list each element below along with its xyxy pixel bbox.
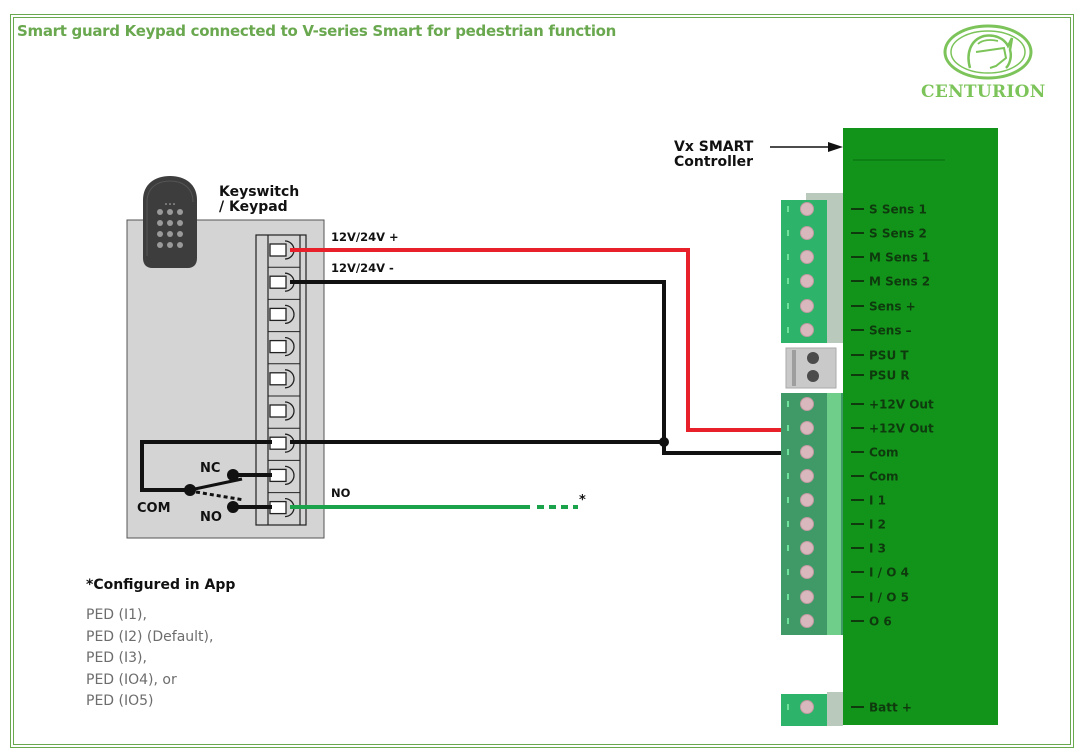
controller-terminal-label: +12V Out (869, 398, 934, 412)
controller-terminal-label: I 3 (869, 542, 886, 556)
controller-terminal: Batt + (787, 700, 912, 715)
controller-terminal-label: S Sens 2 (869, 227, 927, 241)
controller-terminal-label: Sens – (869, 324, 912, 338)
controller-terminal: O 6 (787, 614, 892, 629)
controller-terminal-label: M Sens 2 (869, 275, 930, 289)
note-item: PED (I2) (Default), (86, 628, 214, 645)
controller-terminal: Com (787, 469, 899, 484)
note-title: *Configured in App (86, 577, 236, 593)
controller-terminal-label: S Sens 1 (869, 203, 927, 217)
controller-terminal: S Sens 1 (787, 202, 927, 217)
relay-nc-dot (227, 469, 239, 481)
controller-terminal-label: I / O 5 (869, 591, 909, 605)
controller-terminal: Sens – (787, 323, 912, 338)
controller-terminal-label: Sens + (869, 300, 916, 314)
controller-terminal-label: I 2 (869, 518, 886, 532)
controller-terminal-label: Com (869, 470, 899, 484)
controller-terminal-label: PSU T (869, 349, 909, 363)
note-item: PED (I1), (86, 607, 147, 623)
controller-terminal: I 1 (787, 493, 886, 508)
keypad-terminal (268, 395, 300, 421)
controller-terminal: Com (787, 445, 899, 460)
controller-terminal-label: I / O 4 (869, 566, 909, 580)
relay-nc-label: NC (200, 461, 220, 476)
controller-label-line1: Vx SMART (674, 139, 754, 155)
controller-label-line2: Controller (674, 154, 753, 170)
psu-connector (785, 347, 837, 389)
page-title: Smart guard Keypad connected to V-series… (17, 22, 617, 40)
controller-terminal: I / O 5 (787, 590, 909, 605)
keypad-label-line2: / Keypad (219, 199, 288, 215)
controller-terminal: +12V Out (787, 421, 934, 436)
relay-com-dot (184, 484, 196, 496)
controller-terminal-label: Com (869, 446, 899, 460)
keypad-terminal (268, 266, 300, 292)
wire-no-label: NO (331, 486, 351, 500)
relay-arm-open (195, 490, 245, 502)
controller-terminal: I / O 4 (787, 565, 909, 580)
relay-no-dot (227, 501, 239, 513)
controller-terminal: M Sens 1 (787, 250, 930, 265)
keypad-terminal (268, 298, 300, 325)
keypad-terminal (268, 492, 300, 518)
controller-terminal: M Sens 2 (787, 274, 930, 289)
controller-terminal: PSU T (851, 349, 909, 363)
wire-negative-label: 12V/24V - (331, 261, 394, 275)
controller-terminal-label: PSU R (869, 369, 910, 383)
controller-board (843, 128, 998, 725)
controller-terminal-label: +12V Out (869, 422, 934, 436)
note-marker: * (579, 493, 586, 508)
note-list: PED (I1), PED (I2) (Default), PED (I3), … (86, 605, 213, 713)
relay-no-label: NO (200, 510, 222, 525)
controller-terminal-label: M Sens 1 (869, 251, 930, 265)
controller-terminal: S Sens 2 (787, 226, 927, 241)
note-item: PED (I3), (86, 650, 147, 666)
keypad-label-line1: Keyswitch (219, 184, 299, 200)
note-item: PED (IO5) (86, 693, 154, 709)
centurion-helmet-icon (943, 24, 1033, 80)
controller-terminal-label: Batt + (869, 701, 912, 715)
keypad-terminal (268, 331, 300, 357)
controller-arrow-head (828, 142, 843, 152)
controller-terminal: I 2 (787, 517, 886, 532)
wire-positive-label: 12V/24V + (331, 230, 399, 244)
wire-junction (659, 437, 669, 447)
keypad-terminal (269, 240, 295, 260)
relay-com-label: COM (137, 501, 171, 516)
controller-terminal: +12V Out (787, 397, 934, 412)
centurion-logo-text: CENTURION (921, 82, 1046, 102)
controller-terminal: I 3 (787, 541, 886, 556)
diagram-frame (10, 14, 1074, 748)
controller-terminal: Sens + (787, 299, 916, 314)
sensor-connector (781, 193, 843, 343)
relay-com-loop (140, 440, 272, 492)
wire-positive (290, 248, 790, 432)
controller-terminal-label: I 1 (869, 494, 886, 508)
controller-terminal-label: O 6 (869, 615, 892, 629)
keypad-terminal-block (255, 234, 307, 526)
keypad-icon (143, 176, 197, 268)
wire-negative (290, 280, 790, 455)
keypad-terminal (268, 363, 300, 389)
note-item: PED (IO4), or (86, 671, 177, 688)
keypad-terminal (268, 427, 300, 453)
controller-terminal: PSU R (851, 369, 910, 383)
